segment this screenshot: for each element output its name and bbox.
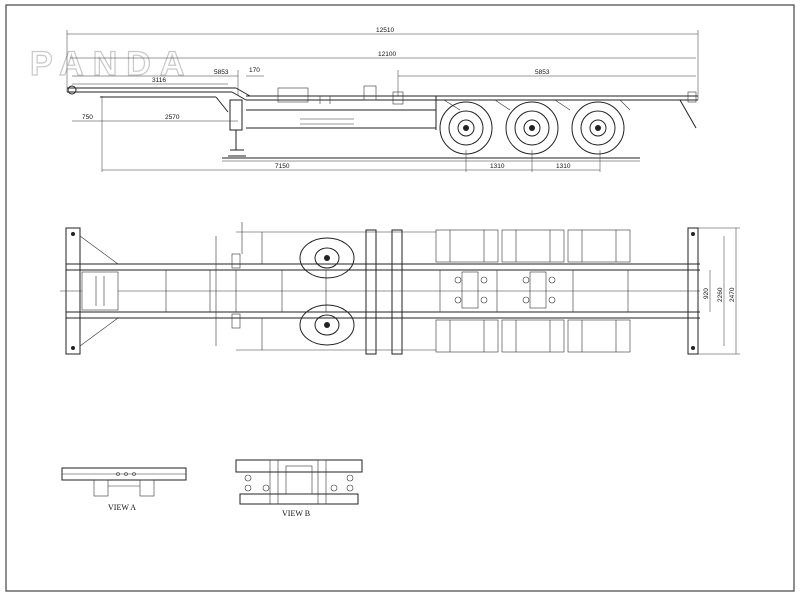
dim-front-a: 5853	[214, 69, 229, 76]
spare-wheel-top	[299, 237, 355, 279]
dim-frame-width: 2260	[717, 287, 724, 302]
dim-kingpin-axle: 7150	[275, 163, 290, 170]
dim-rear-a: 5853	[535, 69, 550, 76]
drawing-border	[5, 4, 795, 592]
rear-wheel-2	[505, 101, 559, 155]
dim-kingpin-leg: 2570	[165, 114, 180, 121]
view-b-label: VIEW B	[282, 509, 310, 518]
dim-axle-spacing-1: 1310	[490, 163, 505, 170]
dim-small: 170	[249, 67, 260, 74]
view-a-detail: VIEW A	[61, 467, 187, 512]
watermark-logo: PANDA	[30, 45, 193, 83]
side-view: 12510 12100 5853 170 5853 3116	[66, 27, 699, 172]
dim-gooseneck: 3116	[152, 77, 166, 84]
rear-wheel-1	[439, 101, 493, 155]
spare-wheel-bottom	[299, 304, 355, 346]
view-b-detail: VIEW B	[235, 459, 363, 518]
dim-front-overhang: 750	[82, 114, 93, 121]
dim-overall-width: 2470	[729, 287, 736, 302]
dim-overall-length: 12510	[376, 27, 394, 34]
dim-beam-spacing: 920	[703, 288, 710, 299]
dim-axle-spacing-2: 1310	[556, 163, 571, 170]
view-a-label: VIEW A	[108, 503, 136, 512]
rear-wheel-3	[571, 101, 625, 155]
dim-inner-length: 12100	[378, 51, 396, 58]
plan-view: 920 2260 2470	[60, 222, 740, 355]
